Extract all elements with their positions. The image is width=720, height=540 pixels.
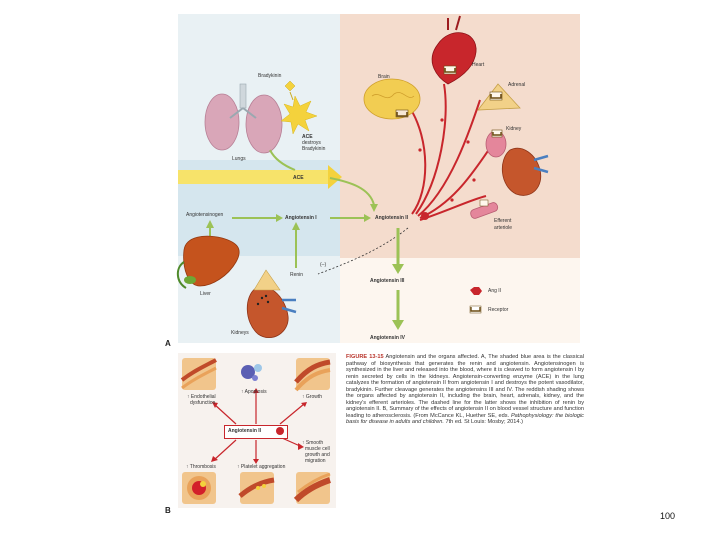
apoptosis-thumb <box>236 358 268 386</box>
efferent-label: Efferent <box>494 218 512 224</box>
legend-receptor-label: Receptor <box>488 307 509 313</box>
caption-text: Angiotensin and the organs affected. A, … <box>346 354 585 419</box>
smooth-muscle-label-1: ↑ Smooth <box>302 440 324 446</box>
platelet-label: ↑ Platelet aggregation <box>237 464 286 470</box>
smooth-muscle-label-3: growth and <box>305 452 330 458</box>
angiotensin-ii-center-box <box>224 425 288 439</box>
angiotensin-ii-center-dot <box>276 427 284 435</box>
ace-bradykinin-label: Bradykinin <box>302 146 326 152</box>
apoptosis-label: ↑ Apoptosis <box>241 389 267 395</box>
lower-right-region <box>340 258 580 343</box>
smooth-muscle-thumb <box>293 472 331 504</box>
adrenal-icon <box>477 83 521 111</box>
ace-destroys-label: destroys <box>302 140 321 146</box>
liver-label: Liver <box>200 291 211 297</box>
kidneys-label: Kidneys <box>231 330 249 336</box>
angiotensin-iii-label: Angiotensin III <box>370 278 405 284</box>
angiotensin-ii-vessels <box>409 83 497 221</box>
angiotensin-i-label: Angiotensin I <box>285 215 317 221</box>
bradykinin-diamond <box>284 80 296 92</box>
bradykinin-label: Bradykinin <box>258 73 282 79</box>
smooth-muscle-label-2: muscle cell <box>305 446 330 452</box>
growth-thumb <box>294 358 331 392</box>
smooth-muscle-label-4: migration <box>305 458 326 464</box>
efferent-arteriole-icon <box>470 199 499 219</box>
angiotensin-ii-center-label: Angiotensin II <box>228 428 262 434</box>
ace-band-arrowhead <box>328 165 342 189</box>
growth-label: ↑ Growth <box>302 394 323 400</box>
legend <box>469 287 482 314</box>
kidney-lower-icon <box>246 269 297 339</box>
ace-band-label: ACE <box>293 175 304 181</box>
lungs-label: Lungs <box>232 156 246 162</box>
figure-caption: FIGURE 13-15 Angiotensin and the organs … <box>346 354 584 426</box>
legend-ang2-label: Ang II <box>488 288 502 294</box>
renin-label: Renin <box>290 272 304 278</box>
panel-a-letter: A <box>165 339 171 348</box>
angiotensin-ii-label: Angiotensin II <box>375 215 409 221</box>
brain-label: Brain <box>378 74 390 80</box>
figure-label: FIGURE 13-15 <box>346 354 384 360</box>
caption-tail: 7th ed. St Louis: Mosby; 2014.) <box>443 419 523 426</box>
heart-label: Heart <box>472 62 485 68</box>
renin-inhibit-label: (–) <box>320 262 327 268</box>
panel-b-letter: B <box>165 506 171 515</box>
brain-icon <box>363 78 421 120</box>
thrombosis-thumb <box>182 472 216 504</box>
ace-band <box>178 170 328 184</box>
platelet-thumb <box>238 472 275 504</box>
kidney-right-icon <box>485 129 549 196</box>
kidney-label: Kidney <box>506 126 522 132</box>
liver-icon <box>176 235 240 289</box>
adrenal-label: Adrenal <box>508 82 526 88</box>
angiotensin-iv-label: Angiotensin IV <box>370 335 405 341</box>
receptor-legend-box <box>469 305 482 314</box>
ace-starburst <box>280 95 318 135</box>
lungs-icon <box>204 83 283 154</box>
lung-to-ace-arrow <box>269 149 296 171</box>
ace-label: ACE <box>302 134 313 140</box>
page-number: 100 <box>660 511 676 521</box>
arteriole-label: arteriole <box>494 225 513 231</box>
thrombosis-label: ↑ Thrombosis <box>186 464 216 470</box>
endothelial-label-1: ↑ Endothelial <box>187 394 216 400</box>
caption-italic: Pathophysiology: the biologic basis for … <box>346 412 584 426</box>
angiotensinogen-label: Angiotensinogen <box>186 212 224 218</box>
heart-icon <box>431 15 477 85</box>
angiotensin-ii-hexagon <box>421 212 429 220</box>
endothelial-label-2: dysfunction <box>190 400 216 406</box>
ang2-legend-hexagon <box>470 287 482 295</box>
endothelial-thumb <box>180 358 217 390</box>
